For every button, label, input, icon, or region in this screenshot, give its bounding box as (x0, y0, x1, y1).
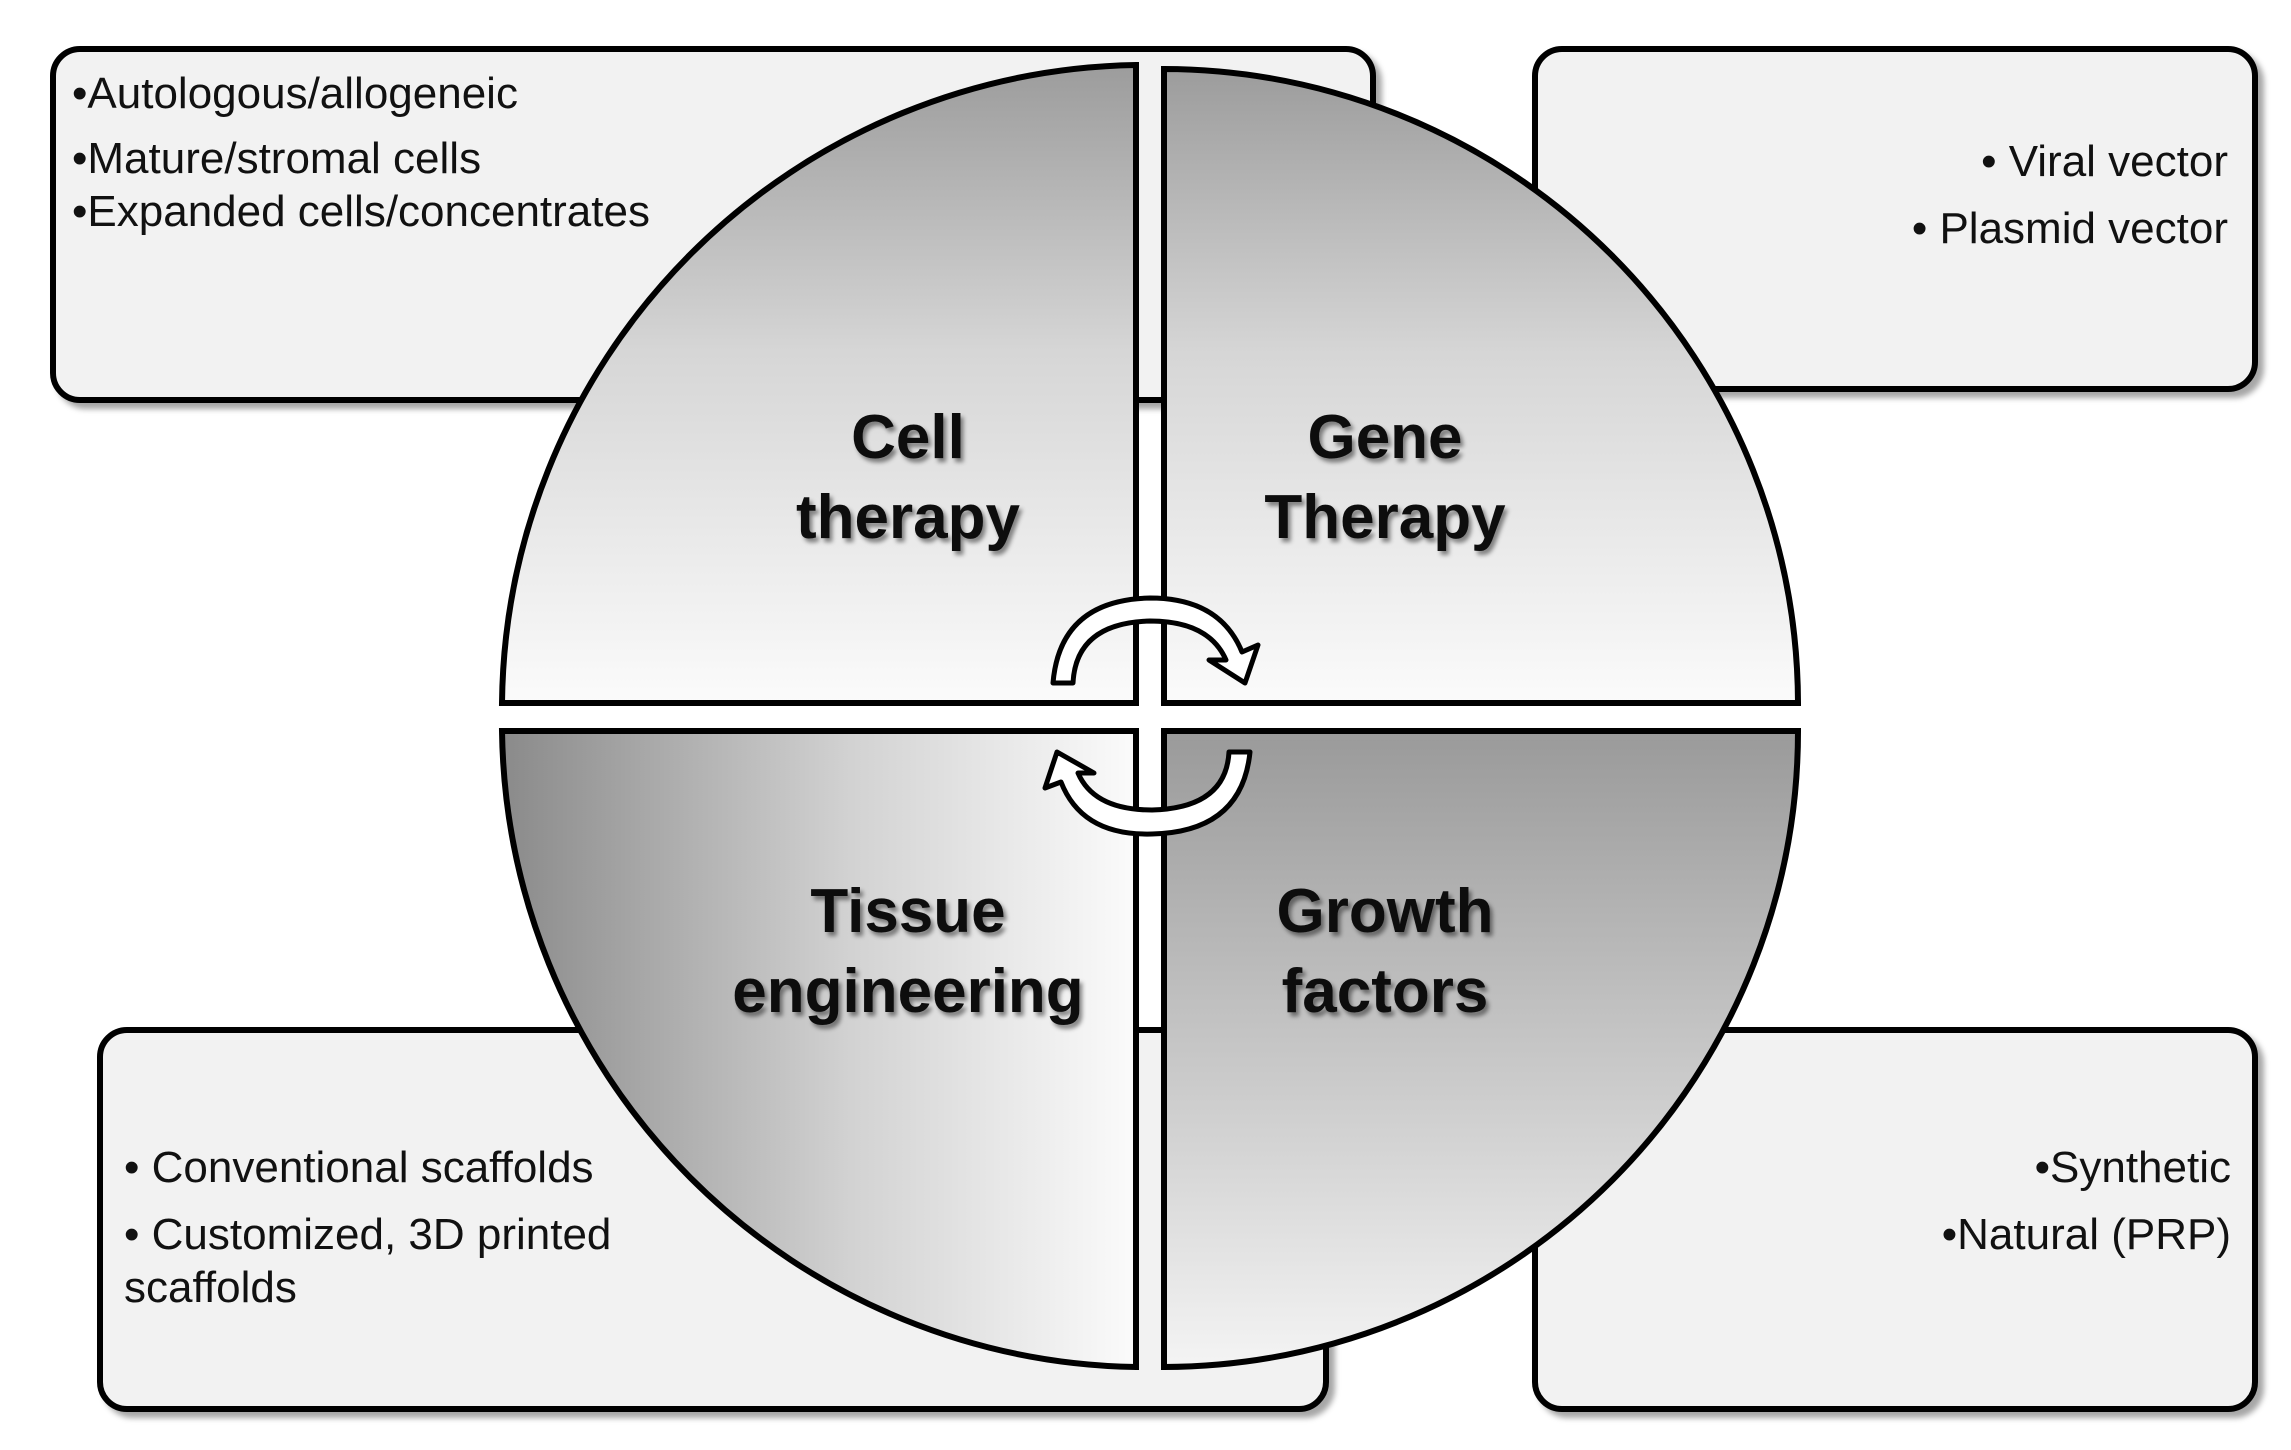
gene-therapy-title-line2: Therapy (1264, 483, 1506, 552)
growth-factors-title-line2: factors (1282, 957, 1489, 1026)
growth-factors-quadrant (1161, 728, 1802, 1371)
cell-therapy-title-line2: therapy (796, 483, 1020, 552)
list-item: • Plasmid vector (1911, 203, 2228, 253)
tissue-engineering-list: • Conventional scaffolds • Customized, 3… (124, 1142, 664, 1328)
list-item: • Customized, 3D printed scaffolds (124, 1209, 612, 1312)
list-item: •Synthetic (2034, 1143, 2231, 1192)
cycle-arrow-bottom-icon (1042, 749, 1253, 837)
cell-therapy-title: Cell (851, 403, 965, 472)
cycle-arrow-top-icon (1050, 595, 1261, 686)
growth-factors-title: Growth (1277, 877, 1494, 946)
tissue-engineering-title: Tissue (810, 877, 1005, 946)
list-item: • Conventional scaffolds (124, 1143, 594, 1192)
list-item: •Expanded cells/concentrates (72, 186, 650, 236)
list-item: •Natural (PRP) (1941, 1209, 2231, 1259)
gene-therapy-list: • Viral vector • Plasmid vector (1912, 136, 2228, 270)
tissue-engineering-quadrant (498, 728, 1139, 1371)
gene-therapy-quadrant (1161, 65, 1802, 706)
cell-therapy-list: •Autologous/allogeneic •Mature/stromal c… (72, 68, 650, 250)
list-item: • Viral vector (1981, 137, 2228, 186)
list-item: •Autologous/allogeneic (72, 69, 518, 118)
cell-therapy-quadrant (498, 61, 1139, 706)
list-item: •Mature/stromal cells (72, 133, 482, 183)
growth-factors-list: •Synthetic •Natural (PRP) (1942, 1142, 2231, 1276)
tissue-engineering-title-line2: engineering (732, 957, 1083, 1026)
gene-therapy-title: Gene (1307, 403, 1462, 472)
